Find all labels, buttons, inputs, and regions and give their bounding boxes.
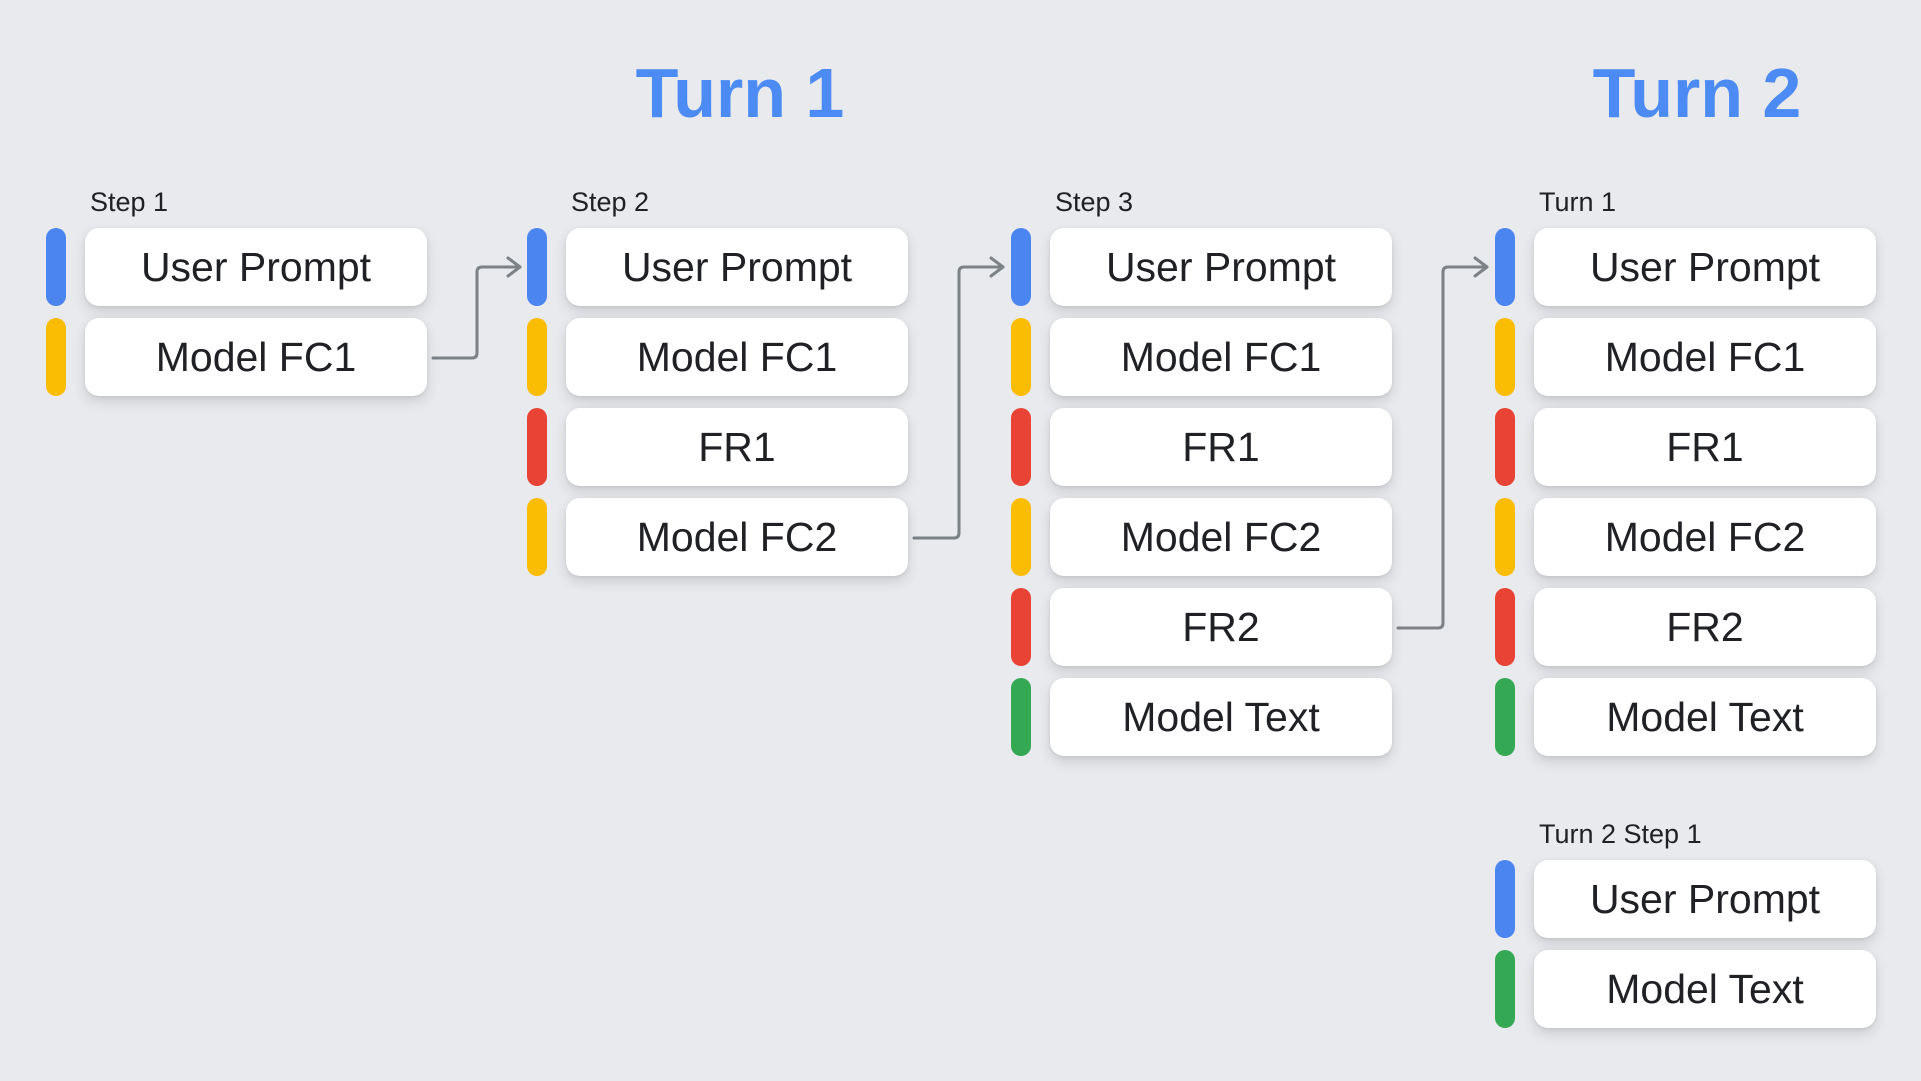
user-prompt-color-bar xyxy=(1495,860,1515,938)
step1-model-fc1-box: Model FC1 xyxy=(85,318,427,396)
model-text-color-bar xyxy=(1011,678,1031,756)
turn1-user-prompt-box: User Prompt xyxy=(1534,228,1876,306)
user-prompt-color-bar xyxy=(527,228,547,306)
message-row: FR2 xyxy=(1011,588,1392,666)
column-turn2-step1-label: Turn 2 Step 1 xyxy=(1539,819,1702,849)
arrow-step2-to-step3 xyxy=(912,256,1005,540)
step2-model-fc1-box: Model FC1 xyxy=(566,318,908,396)
message-row: FR1 xyxy=(1011,408,1392,486)
column-turn1-label: Turn 1 xyxy=(1539,187,1617,217)
message-row: Model Text xyxy=(1495,950,1876,1028)
model-fc-color-bar xyxy=(527,318,547,396)
model-fc-color-bar xyxy=(1011,318,1031,396)
user-prompt-color-bar xyxy=(1495,228,1515,306)
function-response-color-bar xyxy=(1011,408,1031,486)
turn1-fr1-box: FR1 xyxy=(1534,408,1876,486)
turn1-model-fc2-box: Model FC2 xyxy=(1534,498,1876,576)
message-row: FR1 xyxy=(1495,408,1876,486)
message-row: User Prompt xyxy=(527,228,908,306)
message-row: Model FC2 xyxy=(1495,498,1876,576)
model-fc-color-bar xyxy=(1011,498,1031,576)
function-response-color-bar xyxy=(527,408,547,486)
arrow-step3-to-turn1 xyxy=(1396,256,1489,630)
message-row: Model FC1 xyxy=(527,318,908,396)
message-row: User Prompt xyxy=(46,228,427,306)
step3-model-fc1-box: Model FC1 xyxy=(1050,318,1392,396)
column-step2: Step 2 User Prompt Model FC1 FR1 Model F… xyxy=(527,187,908,576)
message-row: FR2 xyxy=(1495,588,1876,666)
message-row: Model FC1 xyxy=(46,318,427,396)
message-row: Model Text xyxy=(1495,678,1876,756)
column-turn1-history: Turn 1 User Prompt Model FC1 FR1 Model F… xyxy=(1495,187,1876,756)
user-prompt-color-bar xyxy=(1011,228,1031,306)
turn2-model-text-box: Model Text xyxy=(1534,950,1876,1028)
step1-user-prompt-box: User Prompt xyxy=(85,228,427,306)
function-response-color-bar xyxy=(1495,408,1515,486)
function-response-color-bar xyxy=(1011,588,1031,666)
turn2-title: Turn 2 xyxy=(1592,54,1802,132)
column-step1-label: Step 1 xyxy=(90,187,169,217)
step3-model-fc2-box: Model FC2 xyxy=(1050,498,1392,576)
step2-user-prompt-box: User Prompt xyxy=(566,228,908,306)
message-row: Model Text xyxy=(1011,678,1392,756)
model-fc-color-bar xyxy=(1495,318,1515,396)
column-step3: Step 3 User Prompt Model FC1 FR1 Model F… xyxy=(1011,187,1392,756)
column-step1: Step 1 User Prompt Model FC1 xyxy=(46,187,427,396)
message-row: Model FC1 xyxy=(1011,318,1392,396)
step2-model-fc2-box: Model FC2 xyxy=(566,498,908,576)
message-row: User Prompt xyxy=(1495,228,1876,306)
turn1-model-fc1-box: Model FC1 xyxy=(1534,318,1876,396)
function-response-color-bar xyxy=(1495,588,1515,666)
model-text-color-bar xyxy=(1495,950,1515,1028)
model-fc-color-bar xyxy=(1495,498,1515,576)
column-turn2-step1: Turn 2 Step 1 User Prompt Model Text xyxy=(1495,819,1876,1028)
message-row: Model FC1 xyxy=(1495,318,1876,396)
column-step2-label: Step 2 xyxy=(571,187,650,217)
model-fc-color-bar xyxy=(527,498,547,576)
turn2-user-prompt-box: User Prompt xyxy=(1534,860,1876,938)
arrow-step1-to-step2 xyxy=(431,256,522,360)
message-row: User Prompt xyxy=(1495,860,1876,938)
column-step3-label: Step 3 xyxy=(1055,187,1134,217)
model-text-color-bar xyxy=(1495,678,1515,756)
turn1-fr2-box: FR2 xyxy=(1534,588,1876,666)
turn1-title: Turn 1 xyxy=(635,54,845,132)
step3-fr1-box: FR1 xyxy=(1050,408,1392,486)
step3-fr2-box: FR2 xyxy=(1050,588,1392,666)
message-row: Model FC2 xyxy=(1011,498,1392,576)
message-row: FR1 xyxy=(527,408,908,486)
step3-user-prompt-box: User Prompt xyxy=(1050,228,1392,306)
turn1-model-text-box: Model Text xyxy=(1534,678,1876,756)
step3-model-text-box: Model Text xyxy=(1050,678,1392,756)
message-row: User Prompt xyxy=(1011,228,1392,306)
message-row: Model FC2 xyxy=(527,498,908,576)
user-prompt-color-bar xyxy=(46,228,66,306)
model-fc-color-bar xyxy=(46,318,66,396)
step2-fr1-box: FR1 xyxy=(566,408,908,486)
